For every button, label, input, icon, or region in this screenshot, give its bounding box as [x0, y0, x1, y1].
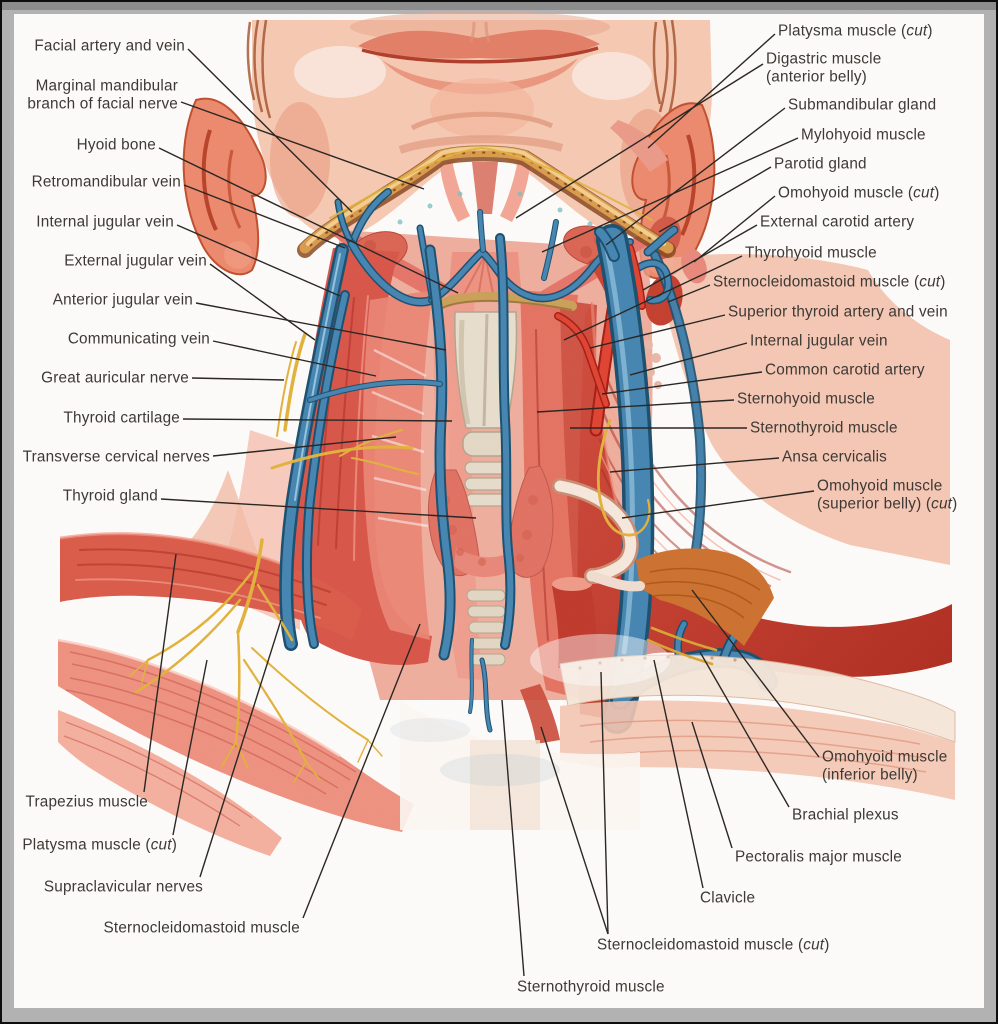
frame-topbar — [2, 2, 996, 10]
label-submandibular-gland: Submandibular gland — [788, 96, 937, 114]
leader-line-hyoid-bone — [158, 147, 459, 294]
paper-grain — [12, 12, 986, 1010]
label-external-jugular-vein: External jugular vein — [64, 252, 207, 270]
leader-line-communicating-vein — [212, 340, 377, 377]
leader-line-pectoralis-major-muscle — [691, 721, 733, 849]
label-digastric-muscle-anterior-belly: Digastric muscle(anterior belly) — [766, 50, 882, 86]
label-facial-artery-and-vein: Facial artery and vein — [34, 37, 185, 55]
leader-line-external-jugular-vein — [209, 263, 316, 341]
label-internal-jugular-vein-left: Internal jugular vein — [36, 213, 174, 231]
label-great-auricular-nerve: Great auricular nerve — [41, 369, 189, 387]
label-hyoid-bone: Hyoid bone — [76, 136, 156, 154]
label-thyroid-gland: Thyroid gland — [62, 487, 158, 505]
leader-line-sternocleidomastoid-muscle-left — [302, 623, 421, 919]
leader-line-thyroid-cartilage — [182, 418, 453, 422]
label-omohyoid-muscle-cut: Omohyoid muscle (cut) — [778, 184, 940, 202]
leader-line-mylohyoid-muscle — [541, 137, 799, 253]
leader-line-supraclavicular-nerves — [199, 619, 282, 878]
leader-line-submandibular-gland — [605, 107, 786, 246]
label-external-carotid-artery: External carotid artery — [760, 213, 915, 231]
leader-line-sternocleidomastoid-muscle-cut-right — [667, 284, 711, 303]
label-internal-jugular-vein-right: Internal jugular vein — [750, 332, 888, 350]
label-pectoralis-major-muscle: Pectoralis major muscle — [735, 848, 902, 866]
label-sternohyoid-muscle: Sternohyoid muscle — [737, 390, 875, 408]
label-common-carotid-artery: Common carotid artery — [765, 361, 925, 379]
label-omohyoid-muscle-inferior-belly: Omohyoid muscle(inferior belly) — [822, 748, 948, 784]
label-sternocleidomastoid-muscle-cut-right: Sternocleidomastoid muscle (cut) — [713, 273, 946, 291]
label-retromandibular-vein: Retromandibular vein — [31, 173, 181, 191]
leader-line-retromandibular-vein — [183, 184, 346, 249]
label-sternothyroid-muscle-right: Sternothyroid muscle — [750, 419, 898, 437]
leader-line-omohyoid-muscle-cut — [693, 195, 776, 263]
leader-line-brachial-plexus — [699, 651, 790, 808]
leader-line-common-carotid-artery — [601, 371, 763, 395]
label-transverse-cervical-nerves: Transverse cervical nerves — [22, 448, 210, 466]
label-sternocleidomastoid-muscle-left: Sternocleidomastoid muscle — [103, 919, 300, 937]
label-ansa-cervicalis: Ansa cervicalis — [782, 448, 888, 466]
leader-line-facial-artery-and-vein — [187, 48, 353, 213]
leader-line-ansa-cervicalis — [609, 457, 780, 473]
label-thyrohyoid-muscle: Thyrohyoid muscle — [745, 244, 877, 262]
leader-line-omohyoid-muscle-superior-belly-cut — [621, 490, 815, 519]
label-omohyoid-muscle-superior-belly-cut: Omohyoid muscle(superior belly) (cut) — [817, 477, 958, 513]
leader-line-clavicle — [653, 659, 704, 889]
leader-line-sternothyroid-muscle-bottom — [501, 699, 525, 977]
label-supraclavicular-nerves: Supraclavicular nerves — [43, 878, 203, 896]
label-clavicle: Clavicle — [700, 889, 756, 907]
label-trapezius-muscle: Trapezius muscle — [25, 793, 148, 811]
leader-line-internal-jugular-vein-right — [629, 342, 748, 376]
label-communicating-vein: Communicating vein — [67, 330, 210, 348]
label-brachial-plexus: Brachial plexus — [792, 806, 899, 824]
leader-line-thyroid-gland — [160, 498, 477, 519]
leader-line-external-carotid-artery — [642, 224, 758, 291]
label-platysma-muscle-cut-right: Platysma muscle (cut) — [778, 22, 933, 40]
leader-line-sternocleidomastoid-muscle-cut-bottom — [600, 671, 609, 935]
leader-line-sternocleidomastoid-muscle-cut-bottom — [540, 726, 609, 935]
leader-line-anterior-jugular-vein — [195, 302, 447, 351]
leader-line-platysma-muscle-cut-left — [172, 659, 208, 836]
leader-line-internal-jugular-vein-left — [176, 224, 341, 297]
label-platysma-muscle-cut-left: Platysma muscle (cut) — [22, 836, 177, 854]
label-sternocleidomastoid-muscle-cut-bottom: Sternocleidomastoid muscle (cut) — [597, 936, 830, 954]
label-sternothyroid-muscle-bottom: Sternothyroid muscle — [517, 978, 665, 996]
label-thyroid-cartilage: Thyroid cartilage — [63, 409, 180, 427]
leader-line-thyrohyoid-muscle — [563, 255, 743, 341]
leader-line-superior-thyroid-artery-and-vein — [589, 314, 726, 349]
leader-line-digastric-muscle-anterior-belly — [515, 63, 764, 219]
leader-line-omohyoid-muscle-inferior-belly — [691, 589, 820, 758]
leader-line-platysma-muscle-cut-right — [647, 33, 776, 149]
label-mylohyoid-muscle: Mylohyoid muscle — [801, 126, 926, 144]
label-parotid-gland: Parotid gland — [774, 155, 867, 173]
leader-line-great-auricular-nerve — [191, 377, 285, 381]
leader-line-parotid-gland — [658, 166, 772, 233]
leader-line-trapezius-muscle — [143, 553, 177, 793]
leader-line-transverse-cervical-nerves — [212, 436, 397, 457]
leader-line-sternohyoid-muscle — [536, 399, 735, 413]
label-anterior-jugular-vein: Anterior jugular vein — [52, 291, 193, 309]
leader-line-marginal-mandibular-branch-of-facial-nerve — [180, 101, 425, 190]
label-superior-thyroid-artery-and-vein: Superior thyroid artery and vein — [728, 303, 948, 321]
